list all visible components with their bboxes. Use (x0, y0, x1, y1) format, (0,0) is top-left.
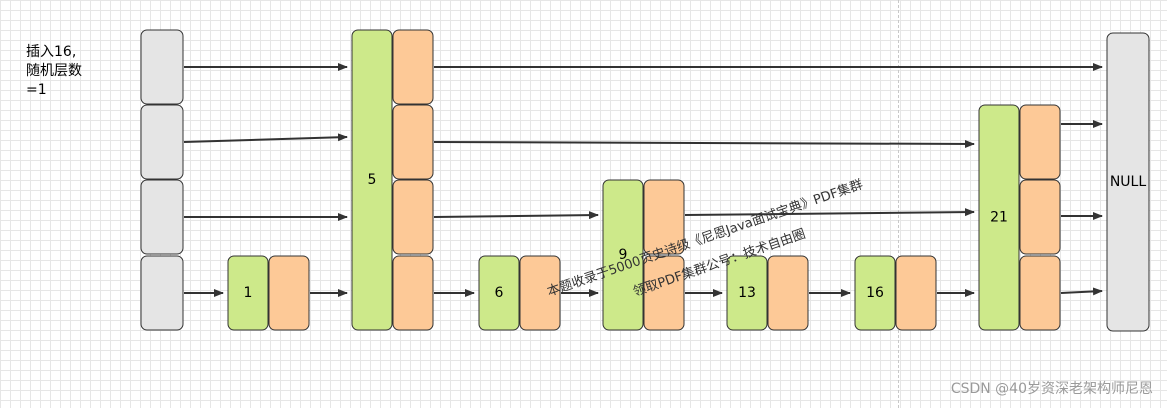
guide-line (898, 0, 899, 408)
node-n16-key (854, 255, 896, 331)
arrow-l2-5-to-9 (433, 211, 599, 220)
node-n21-label: 21 (990, 210, 1008, 226)
node-n16-pointer-level-1 (895, 255, 937, 331)
node-n21-pointer-level-2 (1019, 179, 1061, 255)
node-n5-pointer-level-2 (392, 179, 434, 255)
node-n6-key (478, 255, 520, 331)
node-n6-label: 6 (495, 285, 504, 301)
node-n21-pointer-level-1 (1019, 255, 1061, 331)
arrow-l3-5-to-21 (433, 139, 975, 148)
node-n1-pointer-level-1 (268, 255, 310, 331)
arrow-l1-21-to-null (1060, 287, 1103, 296)
node-n13-key (726, 255, 768, 331)
null-label: NULL (1110, 174, 1147, 190)
csdn-credit: CSDN @40岁资深老架构师尼恩 (950, 381, 1153, 397)
caption-text: 插入16, 随机层数 =1 (26, 44, 82, 98)
node-n16-label: 16 (866, 285, 884, 301)
node-n5-key (351, 29, 393, 331)
node-n13-label: 13 (738, 285, 756, 301)
node-n5-pointer-level-4 (392, 29, 434, 105)
node-n9-label: 9 (619, 247, 628, 263)
node-n9-key (602, 179, 644, 331)
node-n1-label: 1 (244, 285, 253, 301)
node-n21-pointer-level-3 (1019, 104, 1061, 180)
node-n9-pointer-level-1 (643, 255, 685, 331)
node-n5-pointer-level-1 (392, 255, 434, 331)
header-pointer-level-1 (140, 255, 184, 331)
node-n5-label: 5 (368, 172, 377, 188)
node-n5-pointer-level-3 (392, 104, 434, 180)
arrow-l2-9-to-21 (684, 208, 975, 217)
node-n9-pointer-level-2 (643, 179, 685, 255)
header-pointer-level-3 (140, 104, 184, 180)
node-n21-key (978, 104, 1020, 331)
node-n1-key (227, 255, 269, 331)
node-n13-pointer-level-1 (767, 255, 809, 331)
arrow-l3-header-to-5 (183, 133, 348, 143)
header-pointer-level-4 (140, 29, 184, 105)
header-pointer-level-2 (140, 179, 184, 255)
node-n6-pointer-level-1 (519, 255, 561, 331)
null-node (1106, 32, 1150, 332)
